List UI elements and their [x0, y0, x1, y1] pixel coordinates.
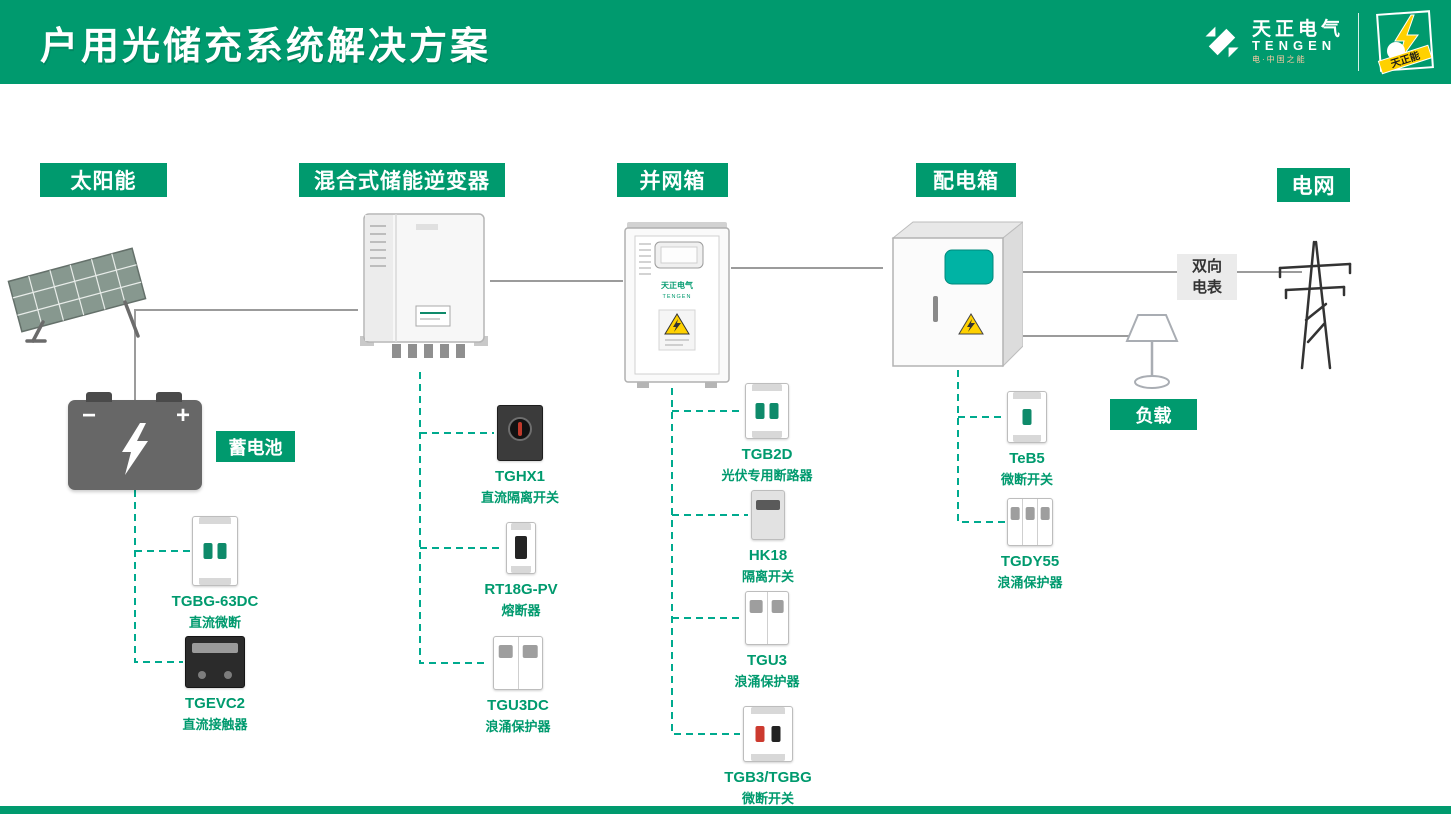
- product-tgb2d: TGB2D 光伏专用断路器: [697, 383, 837, 484]
- product-name: TGU3DC: [487, 697, 549, 714]
- product-desc: 浪涌保护器: [997, 575, 1063, 590]
- brand-block: 天正电气 TENGEN 电·中国之能 天正能: [1200, 0, 1437, 84]
- brand-text: 天正电气 TENGEN 电·中国之能: [1251, 18, 1344, 65]
- product-desc: 直流微断: [188, 615, 241, 630]
- tgdy55-image: [1007, 498, 1053, 546]
- teb5-image: [1007, 391, 1047, 443]
- inverter-image: [360, 213, 488, 358]
- tengen-energy-badge: 天正能: [1373, 9, 1437, 75]
- label-grid: 电网: [1277, 168, 1350, 202]
- product-desc: 微断开关: [1000, 472, 1053, 487]
- tgevc2-image: [185, 636, 245, 688]
- tgb2d-image: [745, 383, 789, 439]
- footer-bar: [0, 806, 1451, 814]
- header-bar: 户用光储充系统解决方案 天正电气 TENGEN 电·中国之能: [0, 0, 1451, 84]
- brand-tagline: 电·中国之能: [1251, 55, 1307, 65]
- tgbg-63dc-image: [192, 516, 238, 586]
- tgu3-image: [745, 591, 789, 645]
- solar-panel-image: [7, 247, 147, 343]
- dist-box-image: [891, 221, 1023, 368]
- tgu3dc-image: [493, 636, 543, 690]
- label-dist-box: 配电箱: [916, 163, 1016, 197]
- meter-line2: 电表: [1191, 279, 1222, 296]
- product-tgbg-63dc: TGBG-63DC 直流微断: [145, 516, 285, 631]
- battery-terminal: [156, 392, 182, 402]
- cabinet-handle: [933, 296, 938, 322]
- product-teb5: TeB5 微断开关: [957, 391, 1097, 488]
- cabinet-logo-cn: 天正电气: [661, 280, 693, 290]
- power-tower-image: [1278, 240, 1352, 370]
- grid-box-image: 天正电气 TENGEN: [624, 222, 730, 388]
- product-desc: 隔离开关: [741, 569, 794, 584]
- product-desc: 直流隔离开关: [480, 490, 559, 505]
- meter-line1: 双向: [1191, 258, 1222, 275]
- product-tgb3-tgbg: TGB3/TGBG 微断开关: [698, 706, 838, 807]
- label-solar: 太阳能: [40, 163, 167, 197]
- product-tgu3: TGU3 浪涌保护器: [697, 591, 837, 690]
- brand-name-en: TENGEN: [1251, 38, 1337, 54]
- label-load: 负载: [1110, 399, 1197, 430]
- product-name: HK18: [748, 547, 788, 564]
- product-desc: 浪涌保护器: [734, 674, 800, 689]
- product-name: TeB5: [1009, 450, 1045, 467]
- product-rt18g-pv: RT18G-PV 熔断器: [451, 522, 591, 619]
- tgb3-tgbg-image: [743, 706, 793, 762]
- product-desc: 微断开关: [741, 791, 794, 806]
- tghx1-image: [497, 405, 543, 461]
- bidirectional-meter-label: 双向 电表: [1177, 254, 1237, 300]
- product-desc: 熔断器: [501, 603, 541, 618]
- battery-image: − +: [68, 392, 202, 490]
- cabinet-logo-en: TENGEN: [663, 294, 692, 300]
- product-name: TGB3/TGBG: [724, 769, 812, 786]
- product-tghx1: TGHX1 直流隔离开关: [450, 405, 590, 506]
- header-divider: [1358, 13, 1359, 71]
- product-desc: 光伏专用断路器: [721, 468, 813, 483]
- brand-name-cn: 天正电气: [1251, 18, 1344, 40]
- product-name: TGDY55: [1000, 553, 1060, 570]
- hk18-image: [751, 490, 785, 540]
- rt18g-pv-image: [506, 522, 536, 574]
- battery-plus-sign: +: [175, 402, 190, 429]
- label-grid-box: 并网箱: [617, 163, 728, 197]
- battery-terminal: [86, 392, 112, 402]
- product-desc: 浪涌保护器: [485, 719, 551, 734]
- diagram-canvas: 太阳能 混合式储能逆变器 并网箱 配电箱 电网 蓄电池 负载 双向 电表: [0, 84, 1451, 806]
- product-name: TGEVC2: [184, 695, 245, 712]
- label-inverter: 混合式储能逆变器: [299, 163, 505, 197]
- fist-lightning-icon: 天正能: [1376, 10, 1434, 75]
- page-title: 户用光储充系统解决方案: [40, 25, 492, 68]
- tengen-logo-icon: [1205, 26, 1239, 58]
- cabinet-display: [944, 249, 994, 285]
- product-hk18: HK18 隔离开关: [698, 490, 838, 585]
- product-tgu3dc: TGU3DC 浪涌保护器: [448, 636, 588, 735]
- product-name: TGU3: [746, 652, 787, 669]
- label-battery: 蓄电池: [216, 431, 295, 462]
- product-name: TGBG-63DC: [171, 593, 259, 610]
- lightning-icon: [122, 422, 148, 475]
- product-tgdy55: TGDY55 浪涌保护器: [960, 498, 1100, 591]
- product-name: TGB2D: [741, 446, 793, 463]
- product-tgevc2: TGEVC2 直流接触器: [145, 636, 285, 733]
- product-name: RT18G-PV: [484, 581, 558, 598]
- battery-minus-sign: −: [82, 402, 97, 429]
- product-name: TGHX1: [494, 468, 545, 485]
- product-desc: 直流接触器: [182, 717, 248, 732]
- lamp-image: [1125, 314, 1179, 389]
